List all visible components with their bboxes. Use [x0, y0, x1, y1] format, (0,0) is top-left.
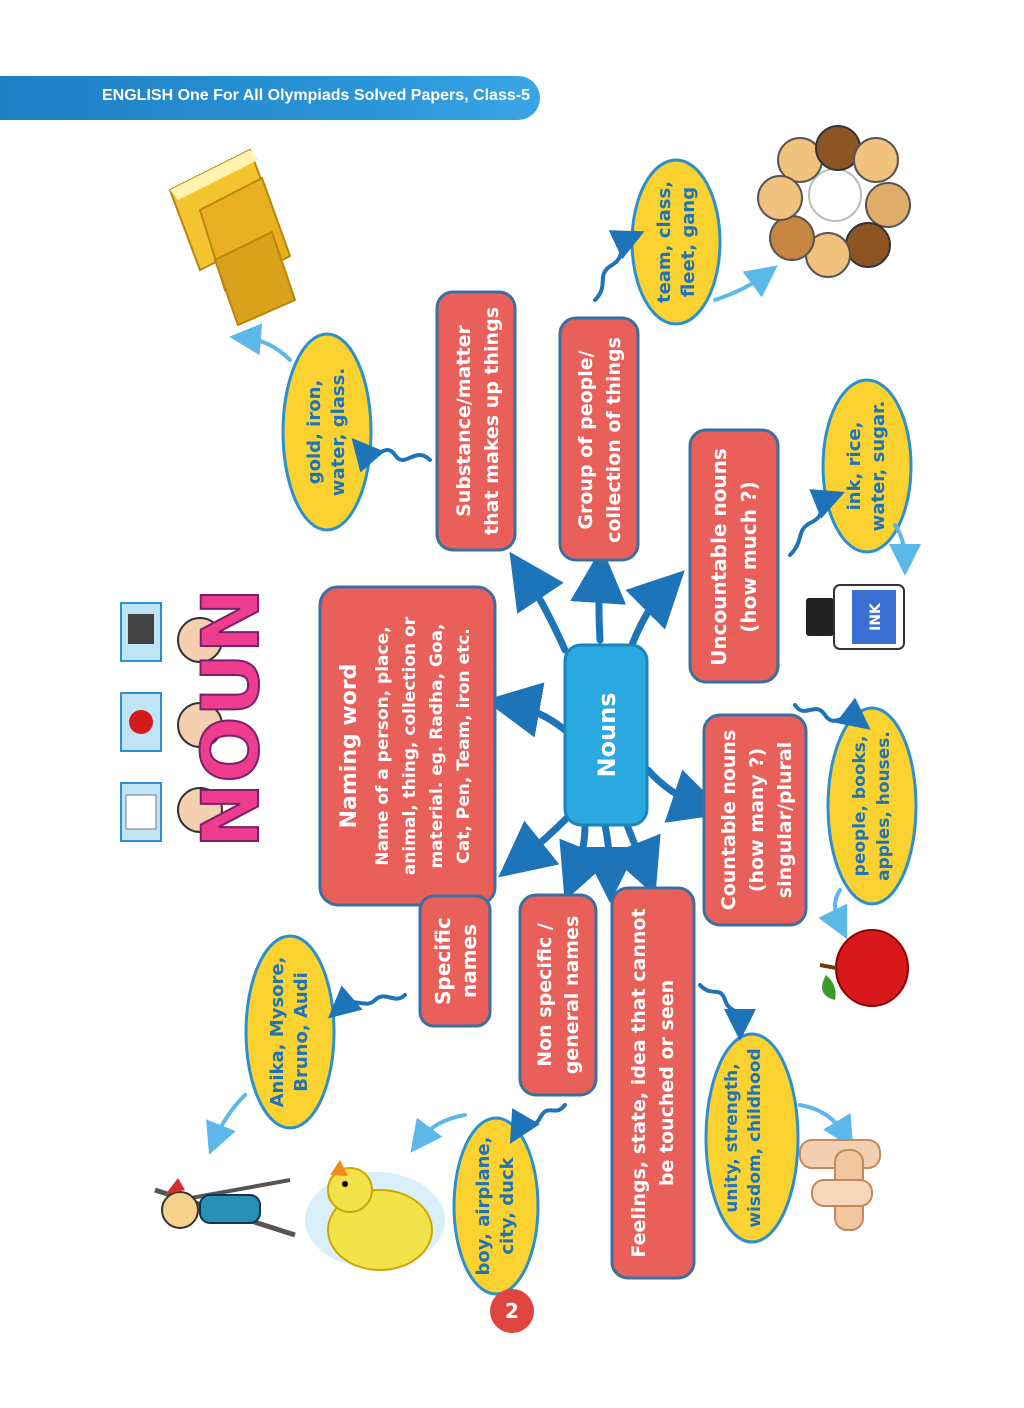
- proper-example-bubble: Anika, Mysore, Bruno, Audi: [244, 934, 336, 1130]
- ink-bottle-illustration: INK: [806, 584, 905, 650]
- people-group-illustration: [757, 125, 911, 278]
- naming-title: Naming word: [337, 664, 362, 829]
- material-example-2: water, glass.: [328, 368, 349, 496]
- proper-example-1: Anika, Mysore,: [267, 957, 288, 1108]
- common-example-1: boy, airplane,: [473, 1137, 494, 1276]
- ink-label: INK: [868, 602, 884, 631]
- common-line-2: general names: [561, 916, 583, 1075]
- center-label: Nouns: [593, 692, 621, 777]
- proper-example-2: Bruno, Audi: [291, 972, 312, 1092]
- material-example-1: gold, iron,: [304, 380, 325, 484]
- naming-word-box: Naming word Name of a person, place, ani…: [318, 585, 497, 907]
- hands-illustration: [799, 1139, 881, 1231]
- noun-art-word: NOUN: [187, 588, 277, 848]
- abstract-box: Feelings, state, idea that cannot be tou…: [610, 886, 696, 1280]
- uncountable-line-2: (how much ?): [737, 481, 761, 632]
- abstract-example-bubble: unity, strength, wisdom, childhood: [704, 1032, 800, 1244]
- countable-example-2: apples, houses.: [874, 731, 894, 881]
- squiggle-connectors: [327, 230, 871, 1144]
- naming-line-4: Cat, Pen, Team, iron etc.: [454, 628, 474, 863]
- uncountable-example-1: ink, rice,: [844, 422, 865, 511]
- collective-example-bubble: team, class, fleet, gang: [630, 158, 722, 326]
- material-example-bubble: gold, iron, water, glass.: [281, 332, 373, 532]
- proper-line-1: Specific: [431, 917, 455, 1005]
- collective-line-1: Group of people/: [575, 350, 597, 529]
- header-bar: ENGLISH One For All Olympiads Solved Pap…: [0, 76, 540, 120]
- countable-example-1: people, books,: [850, 736, 870, 877]
- uncountable-example-2: water, sugar.: [868, 401, 889, 532]
- abstract-example-1: unity, strength,: [722, 1063, 742, 1212]
- common-box: Non specific / general names: [518, 893, 598, 1097]
- image-arrows: [206, 265, 921, 1155]
- collective-example-2: fleet, gang: [678, 187, 699, 297]
- common-example-2: city, duck: [497, 1156, 518, 1254]
- material-line-1: Substance/matter: [453, 325, 475, 517]
- uncountable-box: Uncountable nouns (how much ?): [688, 428, 780, 684]
- abstract-line-2: be touched or seen: [656, 980, 678, 1186]
- collective-example-1: team, class,: [654, 181, 675, 303]
- naming-line-3: material. eg. Radha, Goa,: [427, 623, 447, 868]
- page-number: 2: [490, 1289, 534, 1333]
- abstract-line-1: Feelings, state, idea that cannot: [628, 908, 650, 1257]
- naming-line-2: animal, thing, collection or: [400, 616, 420, 875]
- common-line-1: Non specific /: [534, 923, 556, 1067]
- common-example-bubble: boy, airplane, city, duck: [452, 1116, 540, 1296]
- gold-bars-illustration: [168, 148, 297, 327]
- countable-box: Countable nouns (how many ?) singular/pl…: [702, 713, 808, 927]
- countable-line-3: singular/plural: [774, 742, 796, 898]
- material-box: Substance/matter that makes up things: [435, 290, 517, 552]
- noun-kids-illustration: NOUN: [120, 587, 278, 849]
- proper-box: Specific names: [418, 894, 492, 1028]
- apple-illustration: [819, 929, 909, 1007]
- naming-line-1: Name of a person, place,: [373, 626, 393, 865]
- duck-illustration: [305, 1160, 445, 1271]
- abstract-example-2: wisdom, childhood: [745, 1048, 765, 1227]
- countable-line-1: Countable nouns: [718, 730, 740, 911]
- collective-box: Group of people/ collection of things: [558, 316, 640, 562]
- skier-illustration: [154, 1178, 296, 1238]
- uncountable-example-bubble: ink, rice, water, sugar.: [821, 378, 913, 554]
- material-line-2: that makes up things: [481, 307, 503, 535]
- center-node: Nouns: [563, 643, 649, 827]
- header-title: ENGLISH One For All Olympiads Solved Pap…: [102, 87, 530, 104]
- collective-line-2: collection of things: [603, 337, 625, 543]
- countable-line-2: (how many ?): [746, 748, 768, 892]
- uncountable-line-1: Uncountable nouns: [707, 448, 731, 666]
- proper-line-2: names: [457, 924, 481, 998]
- countable-example-bubble: people, books, apples, houses.: [826, 706, 918, 906]
